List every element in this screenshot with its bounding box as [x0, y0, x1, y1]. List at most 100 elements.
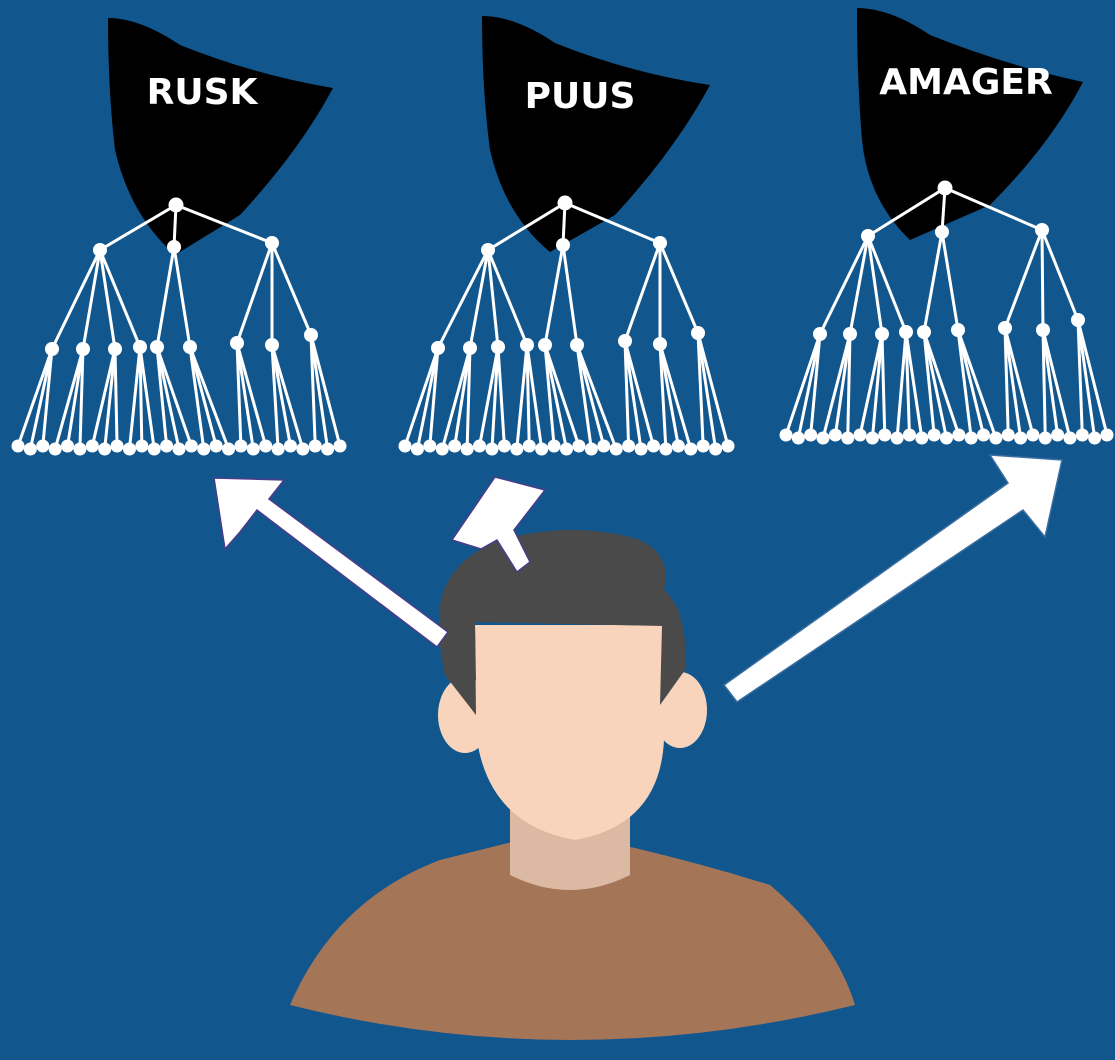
- tree-node: [828, 428, 842, 442]
- tree-node: [1036, 323, 1050, 337]
- tree-icon-puus: [398, 195, 735, 456]
- tree-edge: [1003, 327, 1023, 439]
- tree-node: [23, 442, 37, 456]
- tree-node: [878, 428, 892, 442]
- tree-edge: [138, 346, 144, 447]
- tree-edge: [870, 333, 884, 439]
- tree-edge: [525, 344, 544, 450]
- tree-edge: [623, 340, 655, 447]
- tree-node: [108, 342, 122, 356]
- tree-node: [308, 439, 322, 453]
- tree-node: [646, 439, 660, 453]
- tree-node: [160, 439, 174, 453]
- tree-node: [1014, 431, 1028, 445]
- tree-edge: [270, 344, 292, 447]
- tree-edge: [138, 346, 156, 450]
- tree-edge: [50, 249, 102, 350]
- tree-edge: [309, 334, 317, 447]
- tree-edge: [784, 333, 822, 436]
- tree-node: [98, 442, 112, 456]
- tree-node: [935, 225, 949, 239]
- tree-node: [917, 325, 931, 339]
- tree-node: [520, 338, 534, 352]
- tree-edge: [575, 344, 618, 450]
- tree-node: [110, 439, 124, 453]
- tree-edge: [940, 231, 960, 331]
- tree-node: [271, 442, 285, 456]
- tree-edge: [904, 331, 911, 436]
- tree-node: [556, 238, 570, 252]
- tree-edge: [658, 343, 680, 447]
- tree-edge: [155, 246, 176, 348]
- tree-node: [535, 442, 549, 456]
- tree-edge: [172, 246, 192, 348]
- tree-node: [989, 431, 1003, 445]
- tree-node: [779, 428, 793, 442]
- tree-node: [36, 439, 50, 453]
- tree-node: [653, 236, 667, 250]
- tree-node: [234, 439, 248, 453]
- tree-node: [1075, 428, 1089, 442]
- tree-edge: [895, 331, 908, 439]
- tree-node: [915, 431, 929, 445]
- tree-edge: [658, 242, 700, 334]
- hair: [439, 530, 686, 715]
- tree-edge: [543, 344, 568, 450]
- tree-edge: [696, 332, 705, 447]
- tree-edge: [99, 203, 177, 252]
- tree-node: [1026, 428, 1040, 442]
- tree-edge: [90, 348, 117, 447]
- label-rusk: RUSK: [147, 72, 259, 113]
- tree-edge: [833, 333, 852, 436]
- tree-edge: [127, 346, 142, 450]
- tree-node: [133, 340, 147, 354]
- shield-icon-rusk: [108, 18, 333, 255]
- tree-node: [230, 336, 244, 350]
- tree-edge: [103, 348, 117, 450]
- tree-edge: [41, 348, 54, 447]
- tree-edge: [922, 331, 936, 436]
- tree-node: [853, 428, 867, 442]
- tree-node: [167, 240, 181, 254]
- tree-edge: [270, 344, 280, 450]
- tree-edge: [403, 347, 440, 447]
- tree-node: [721, 439, 735, 453]
- tree-edge: [188, 346, 206, 450]
- tree-edge: [113, 348, 119, 447]
- tree-edge: [235, 242, 274, 344]
- tree-edge: [1040, 229, 1080, 321]
- tree-node: [259, 439, 273, 453]
- tree-node: [940, 431, 953, 445]
- tree-node: [937, 180, 953, 196]
- tree-edge: [922, 231, 944, 333]
- tree-edge: [543, 244, 565, 346]
- tree-node: [861, 229, 875, 243]
- tree-edge: [478, 346, 500, 447]
- tree-node: [48, 442, 62, 456]
- tree-node: [481, 243, 495, 257]
- tree-node: [168, 197, 184, 213]
- tree-node: [296, 442, 310, 456]
- tree-edge: [1003, 327, 1010, 436]
- tree-edge: [490, 346, 500, 450]
- tree-node: [597, 439, 611, 453]
- tree-node: [691, 326, 705, 340]
- tree-node: [813, 327, 827, 341]
- tree-node: [952, 428, 966, 442]
- tree-edge: [53, 348, 85, 450]
- tree-node: [304, 328, 318, 342]
- tree-edge: [188, 346, 218, 447]
- tree-edge: [956, 329, 973, 439]
- tree-node: [1001, 428, 1015, 442]
- shield-icon-puus: [482, 16, 710, 252]
- arrow-icon-rusk: [213, 477, 450, 649]
- tree-node: [696, 439, 710, 453]
- tree-node: [964, 431, 978, 445]
- tree-node: [460, 442, 474, 456]
- tree-edge: [922, 331, 961, 436]
- tree-node: [899, 325, 913, 339]
- tree-edge: [866, 235, 908, 333]
- tree-edge: [78, 348, 85, 450]
